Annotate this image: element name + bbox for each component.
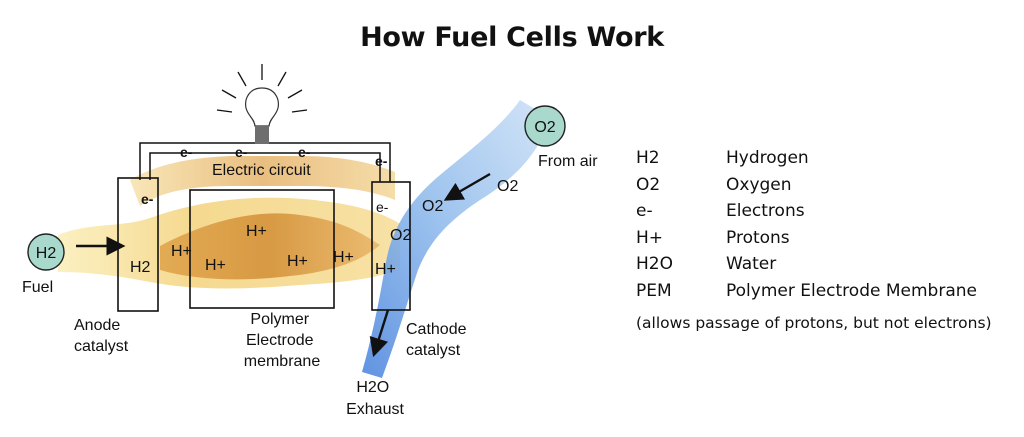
legend-definition: Protons [726, 227, 790, 248]
legend-symbol: e- [636, 201, 653, 221]
electron-label: e- [235, 144, 248, 160]
water-exhaust-arrow [369, 309, 390, 358]
o2-stream-label: O2 [497, 178, 518, 195]
cathode-catalyst-plate [371, 181, 411, 311]
legend-definition: Oxygen [726, 174, 792, 195]
electron-label: e- [375, 153, 388, 169]
h2-molecule [27, 233, 65, 271]
legend-symbol: O2 [636, 174, 661, 195]
electric-circuit-label: Electric circuit [212, 162, 311, 179]
proton-label: H+ [246, 223, 267, 240]
legend-symbol: H2O [636, 254, 673, 274]
svg-text:O2: O2 [534, 119, 555, 136]
cathode-label-line: catalyst [406, 342, 461, 359]
proton-label: H+ [171, 243, 192, 260]
anode-h2-label: H2 [130, 259, 151, 276]
exhaust-label-line: H2O [356, 379, 389, 396]
cathode-electron-label: e- [376, 199, 389, 215]
legend-definition: Polymer Electrode Membrane [726, 280, 977, 301]
legend-note: (allows passage of protons, but not elec… [636, 314, 992, 332]
legend-symbol: H+ [636, 227, 664, 248]
cathode-label-line: Cathode [406, 321, 467, 338]
h2-molecule-label: H2 [36, 245, 57, 262]
proton-label: H+ [287, 253, 308, 270]
exhaust-label-line: Exhaust [346, 401, 404, 418]
o2-stream-label: O2 [422, 198, 443, 215]
proton-label: H+ [205, 257, 226, 274]
membrane-label-line: Polymer [250, 311, 309, 328]
svg-text:H2: H2 [36, 245, 57, 262]
oxygen-inflow-arrow [443, 172, 491, 201]
electron-label: e- [298, 144, 311, 160]
membrane-label-line: membrane [244, 353, 321, 370]
legend-symbol: PEM [636, 280, 672, 301]
cathode-proton-label: H+ [375, 261, 396, 278]
hydrogen-upper-band [130, 156, 395, 206]
membrane-label: Polymer Electrode membrane [244, 311, 321, 370]
exhaust-label: H2O Exhaust [346, 379, 404, 418]
cathode-o2-label: O2 [390, 227, 411, 244]
cathode-catalyst-label: Cathode catalyst [406, 321, 471, 359]
anode-label-line: catalyst [74, 338, 129, 355]
page-title: How Fuel Cells Work [360, 22, 664, 53]
anode-label-line: Anode [74, 317, 120, 334]
o2-molecule-label: O2 [534, 119, 555, 136]
membrane-label-line: Electrode [246, 332, 314, 349]
electron-label: e- [180, 144, 193, 160]
proton-label: H+ [333, 249, 354, 266]
from-air-label: From air [538, 153, 598, 170]
fuel-label: Fuel [22, 279, 53, 296]
proton-flow-band [160, 213, 380, 280]
oxygen-flow-stream [362, 100, 550, 378]
anode-catalyst-label: Anode catalyst [74, 317, 129, 355]
legend-definition: Hydrogen [726, 148, 809, 168]
light-bulb-icon [216, 64, 308, 144]
anode-electron-label: e- [141, 191, 154, 207]
o2-molecule [524, 105, 566, 147]
legend-definition: Electrons [726, 201, 805, 221]
polymer-electrode-membrane [189, 189, 335, 309]
legend-symbol: H2 [636, 148, 660, 168]
legend-definition: Water [726, 254, 777, 274]
